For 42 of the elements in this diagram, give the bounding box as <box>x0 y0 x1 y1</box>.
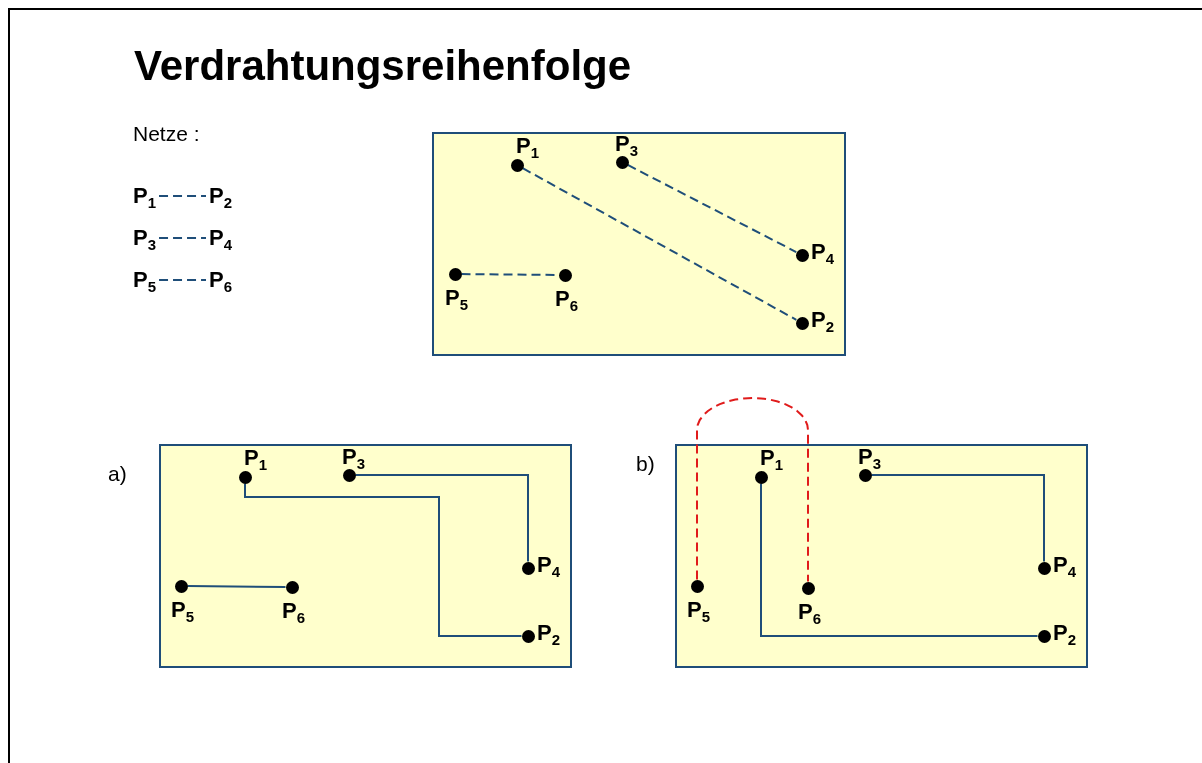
pin-label: P$_{4}$ <box>537 553 561 577</box>
pin-label: P$_{2}$ <box>811 308 835 332</box>
wiring-panel <box>159 444 572 668</box>
panel-label: a) <box>108 462 127 486</box>
title: Verdrahtungsreihenfolge <box>134 42 632 90</box>
wire <box>760 482 1039 637</box>
panel-label: b) <box>636 452 655 476</box>
pin-label: P$_{1}$ <box>760 446 784 470</box>
pin-label: P$_{3}$ <box>342 445 366 469</box>
dashed-connection <box>626 164 798 253</box>
pin-name: P$_{6}$ <box>209 268 233 292</box>
wire <box>244 482 523 637</box>
pin-label: P$_{1}$ <box>244 446 268 470</box>
pin-label: P$_{1}$ <box>516 134 540 158</box>
dashed-connection <box>696 397 809 583</box>
pin-label: P$_{3}$ <box>615 132 639 156</box>
wiring-panel <box>432 132 846 356</box>
pin-name: P$_{1}$ <box>133 184 157 208</box>
pin-label: P$_{6}$ <box>555 287 579 311</box>
wiring-panel <box>675 444 1088 668</box>
pin-label: P$_{4}$ <box>811 240 835 264</box>
wire <box>870 474 1045 563</box>
pin-label: P$_{3}$ <box>858 445 882 469</box>
wire <box>186 585 287 588</box>
section-label: Netze : <box>133 122 200 146</box>
pin-label: P$_{5}$ <box>687 598 711 622</box>
dashed-connection <box>521 167 798 321</box>
pin-label: P$_{4}$ <box>1053 553 1077 577</box>
pin-label: P$_{6}$ <box>282 599 306 623</box>
wire <box>354 474 529 563</box>
pin-name: P$_{3}$ <box>133 226 157 250</box>
pin-name: P$_{5}$ <box>133 268 157 292</box>
dashed-connection <box>158 195 207 197</box>
pin-label: P$_{2}$ <box>1053 621 1077 645</box>
pin-label: P$_{5}$ <box>445 286 469 310</box>
pin-label: P$_{5}$ <box>171 598 195 622</box>
pin-name: P$_{4}$ <box>209 226 233 250</box>
dashed-connection <box>158 237 207 239</box>
pin-label: P$_{6}$ <box>798 600 822 624</box>
pin-name: P$_{2}$ <box>209 184 233 208</box>
dashed-connection <box>158 279 207 281</box>
pin-label: P$_{2}$ <box>537 621 561 645</box>
